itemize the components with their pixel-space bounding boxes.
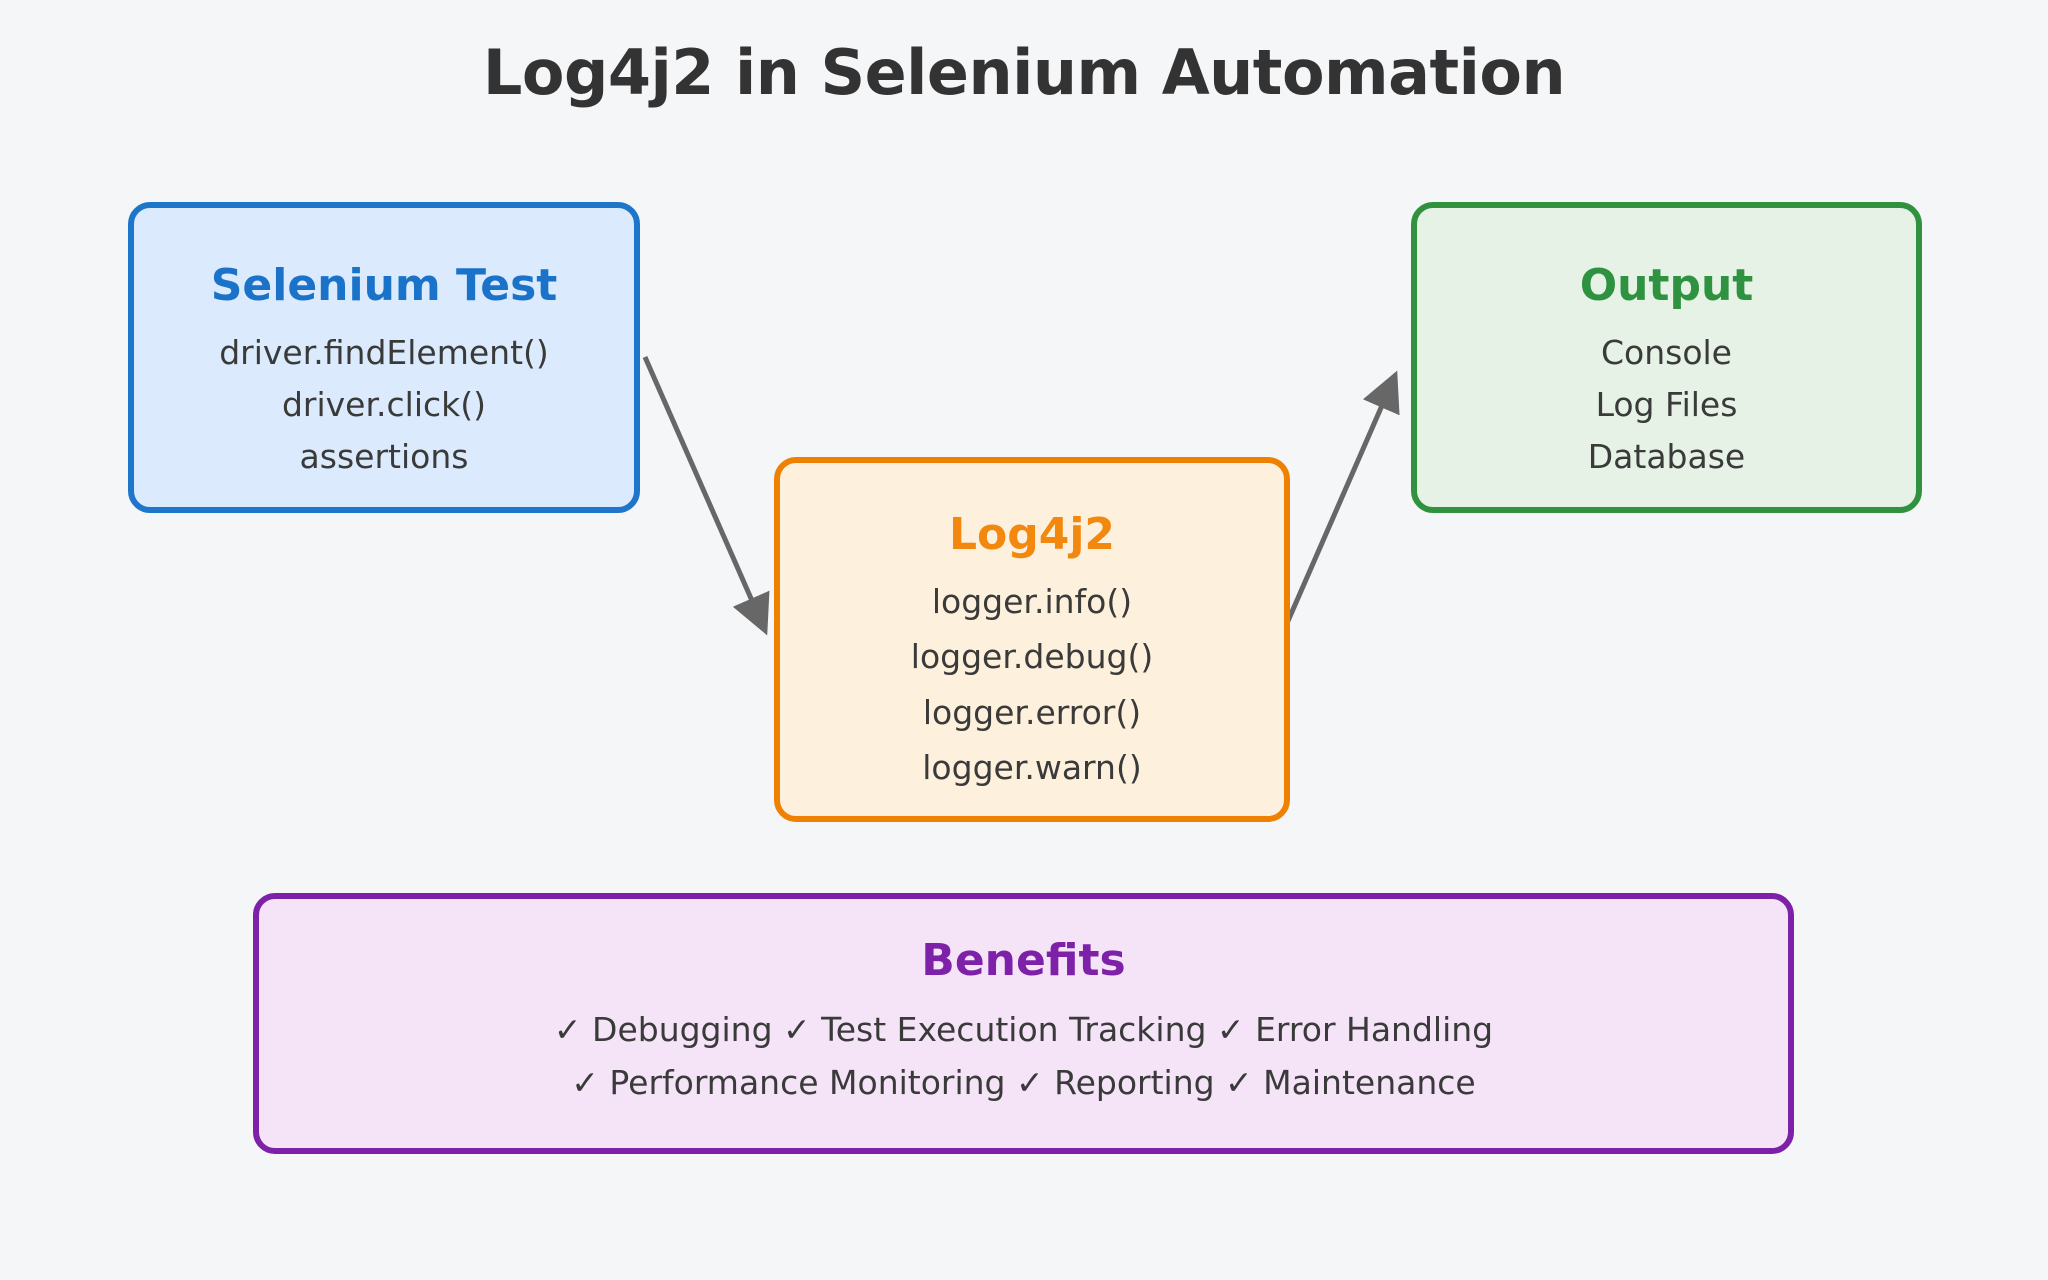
node-line: Console (1600, 333, 1732, 372)
node-log4j2-body: logger.info() logger.debug() logger.erro… (911, 574, 1153, 796)
node-output-body: Console Log Files Database (1588, 327, 1745, 483)
node-line: driver.findElement() (219, 333, 549, 372)
node-line: ✓ Debugging ✓ Test Execution Tracking ✓ … (553, 1010, 1494, 1049)
node-benefits-title: Benefits (921, 935, 1126, 986)
node-benefits-body: ✓ Debugging ✓ Test Execution Tracking ✓ … (554, 1004, 1493, 1110)
arrow-selenium-to-log4j2 (642, 355, 770, 636)
page-title: Log4j2 in Selenium Automation (482, 36, 1566, 109)
node-selenium-test: Selenium Test driver.findElement() drive… (128, 202, 640, 513)
arrow-log4j2-to-output (1278, 370, 1400, 638)
node-line: logger.warn() (922, 748, 1142, 788)
node-line: Database (1587, 437, 1746, 477)
node-selenium-test-body: driver.findElement() driver.click() asse… (219, 327, 549, 483)
node-line: ✓ Performance Monitoring ✓ Reporting ✓ M… (571, 1062, 1476, 1102)
node-output-title: Output (1579, 260, 1754, 311)
node-line: logger.error() (922, 692, 1142, 732)
node-line: logger.debug() (910, 637, 1154, 677)
node-selenium-test-title: Selenium Test (210, 260, 558, 311)
node-log4j2-title: Log4j2 (948, 509, 1116, 560)
node-line: Log Files (1595, 385, 1738, 425)
node-line: assertions (299, 437, 469, 477)
node-line: logger.info() (931, 582, 1133, 621)
node-line: driver.click() (281, 385, 486, 425)
node-benefits: Benefits ✓ Debugging ✓ Test Execution Tr… (253, 893, 1794, 1154)
node-log4j2: Log4j2 logger.info() logger.debug() logg… (774, 457, 1290, 822)
node-output: Output Console Log Files Database (1411, 202, 1922, 513)
